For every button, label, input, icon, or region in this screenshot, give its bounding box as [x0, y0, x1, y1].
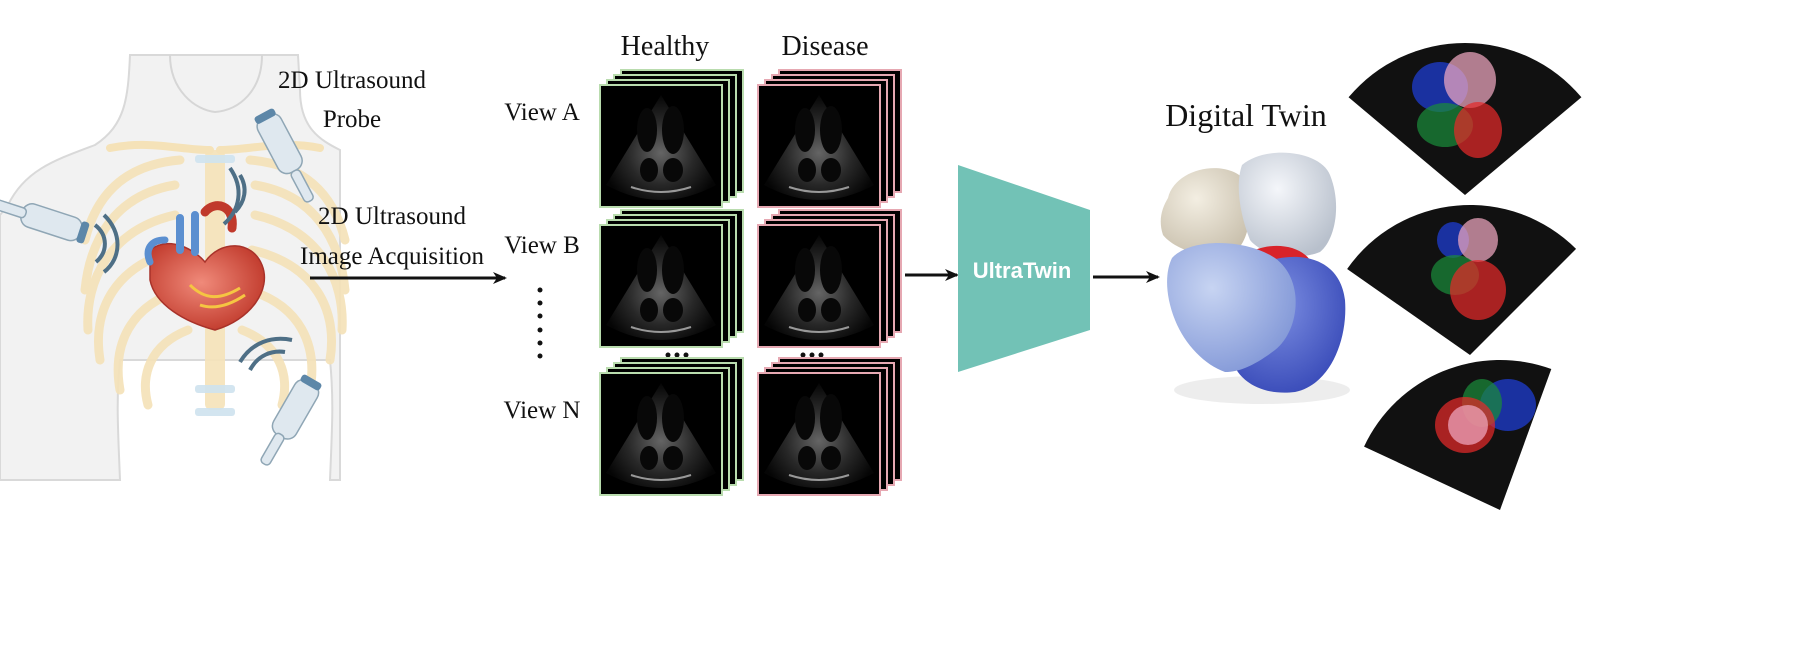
echo-image [764, 235, 874, 340]
segmentation-overlay [1364, 360, 1552, 510]
echo-stack-disease-view-a [757, 69, 902, 208]
ultrasound-probe-icon [238, 336, 322, 466]
chamber-mask [1448, 405, 1488, 445]
echo-wall [788, 474, 850, 481]
probe-label-line2: Probe [323, 106, 381, 133]
output-title: Digital Twin [1165, 97, 1327, 133]
echo-cavity [637, 396, 657, 440]
column-healthy-label: Healthy [621, 31, 710, 62]
echo-wall [788, 326, 850, 333]
echo-cavity [640, 298, 658, 322]
horizontal-ellipsis [665, 352, 824, 358]
chamber-mask [1454, 102, 1502, 158]
echo-image [606, 383, 716, 488]
view-b-label: View B [504, 232, 580, 259]
echo-cavity [821, 446, 841, 470]
segmentation-overlays [1347, 43, 1582, 510]
echo-cavity [640, 158, 658, 182]
echo-cavity [637, 248, 657, 292]
echo-cavity [795, 108, 815, 152]
echo-image [606, 95, 716, 200]
echo-cavity [640, 446, 658, 470]
echo-cavity [795, 396, 815, 440]
echo-image [764, 95, 874, 200]
ultrasound-probe-icon [0, 198, 120, 274]
echo-wall [630, 186, 692, 193]
heart-mesh-icon [1160, 152, 1350, 404]
echo-wall [630, 326, 692, 333]
echo-cavity [798, 446, 816, 470]
echo-wall [788, 186, 850, 193]
probe-label-line1: 2D Ultrasound [278, 67, 426, 94]
echo-stack-disease-view-n [757, 357, 902, 496]
echo-cavity [820, 246, 842, 294]
echo-cavity [663, 158, 683, 182]
echo-cavity [798, 298, 816, 322]
echo-stack-healthy-view-b [599, 209, 744, 348]
view-a-label: View A [504, 99, 580, 126]
echo-cavity [662, 394, 684, 442]
echo-cavity [821, 298, 841, 322]
echo-cavity [820, 106, 842, 154]
column-disease-label: Disease [781, 31, 868, 62]
echo-cavity [662, 246, 684, 294]
echo-cavity [821, 158, 841, 182]
chamber-mask [1444, 52, 1496, 108]
heart-icon [144, 201, 266, 331]
echo-image-grid [599, 69, 902, 496]
echo-stack-disease-view-b [757, 209, 902, 348]
echo-cavity [795, 248, 815, 292]
echo-cavity [663, 298, 683, 322]
acquisition-label-line2: Image Acquisition [300, 243, 484, 270]
segmentation-overlay [1347, 205, 1577, 355]
acquisition-label-line1: 2D Ultrasound [318, 203, 466, 230]
echo-stack-healthy-view-a [599, 69, 744, 208]
echo-image [606, 235, 716, 340]
echo-cavity [662, 106, 684, 154]
model-name: UltraTwin [973, 258, 1072, 283]
echo-cavity [663, 446, 683, 470]
echo-cavity [637, 108, 657, 152]
echo-stack-healthy-view-n [599, 357, 744, 496]
ultrasound-probe-icon [222, 108, 314, 226]
view-n-label: View N [504, 397, 581, 424]
echo-image [764, 383, 874, 488]
segmentation-overlay [1348, 43, 1582, 196]
vertical-ellipsis [537, 287, 543, 359]
chamber-mask [1450, 260, 1506, 320]
ultratwin-model-block [958, 165, 1090, 372]
echo-cavity [820, 394, 842, 442]
chamber-mask [1458, 218, 1498, 262]
echo-cavity [798, 158, 816, 182]
echo-wall [630, 474, 692, 481]
